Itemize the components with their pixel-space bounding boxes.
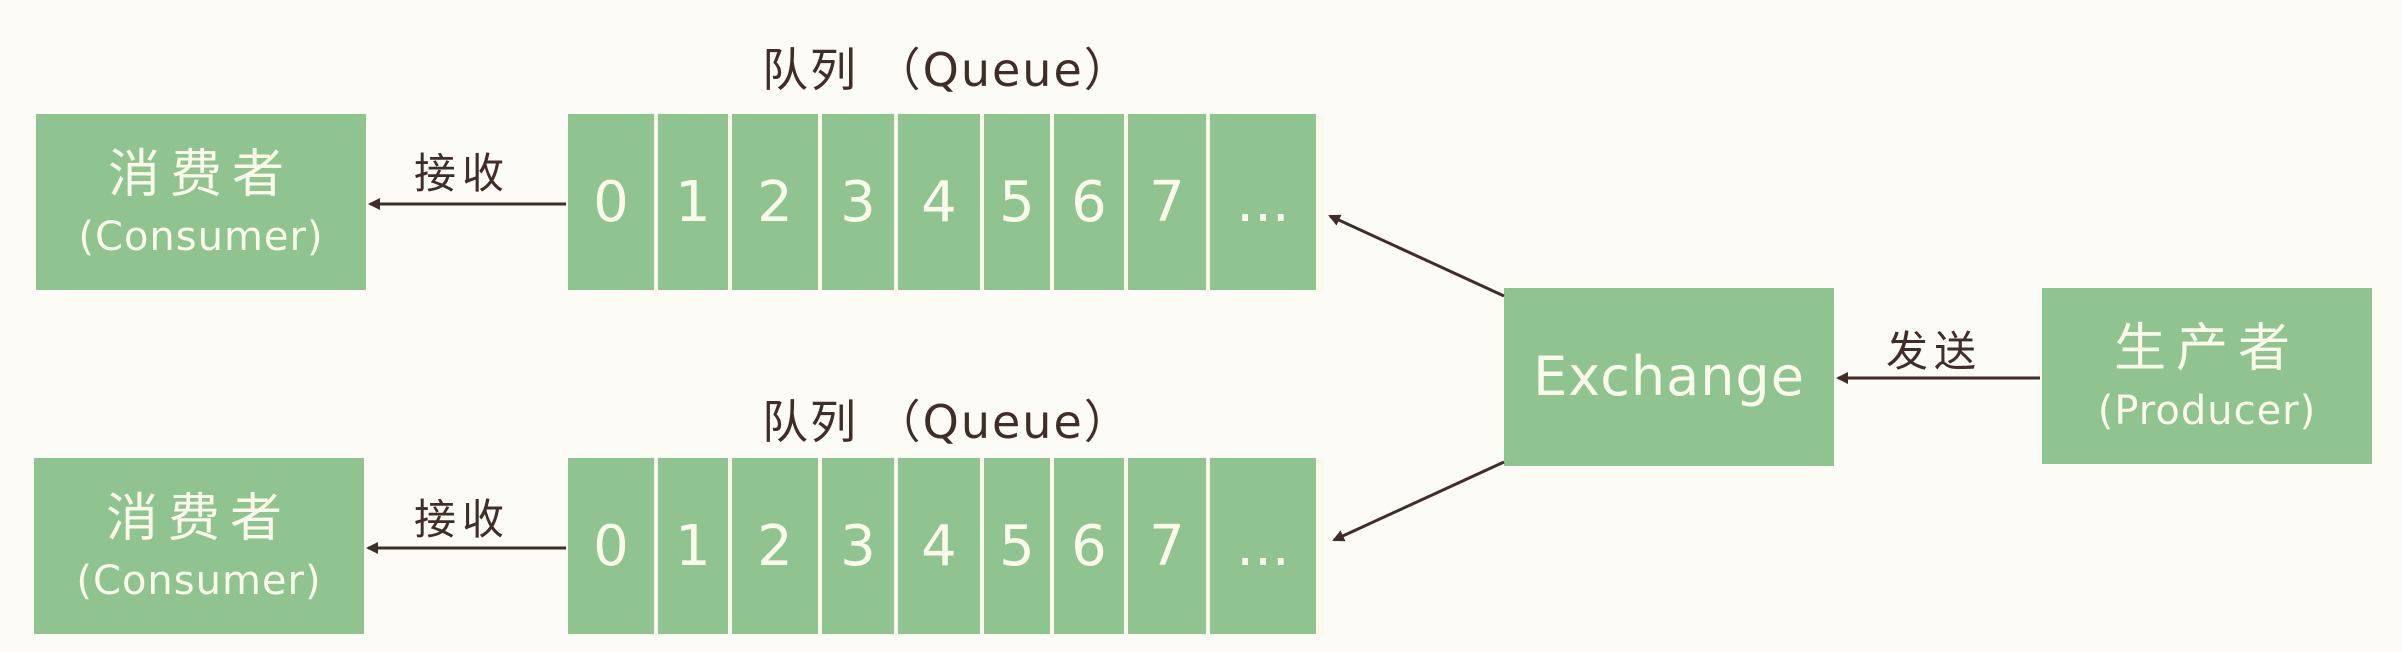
queue-cell: 1	[658, 114, 728, 290]
queue-cell: 2	[732, 458, 818, 634]
queue-cell: 6	[1054, 114, 1124, 290]
producer-sublabel: (Producer)	[2097, 388, 2317, 435]
producer-label: 生产者	[2113, 318, 2300, 379]
queue-cell: 0	[568, 114, 654, 290]
exchange-box: Exchange	[1504, 288, 1834, 466]
route-arrow-top	[1328, 214, 1505, 298]
receive-label-top: 接收	[414, 149, 511, 198]
queue-title-bottom: 队列 （Queue）	[762, 395, 1132, 449]
queue-cell: 7	[1128, 114, 1206, 290]
queue-cell: 2	[732, 114, 818, 290]
consumer-label: 消费者	[105, 488, 292, 549]
queue-cell: 7	[1128, 458, 1206, 634]
queue-title-top: 队列 （Queue）	[762, 43, 1132, 97]
queue-cell: ...	[1210, 114, 1316, 290]
exchange-label: Exchange	[1533, 344, 1805, 408]
queue-cell: 3	[822, 114, 894, 290]
queue-cell: 5	[984, 114, 1050, 290]
queue-cell: 5	[984, 458, 1050, 634]
queue-cell: 6	[1054, 458, 1124, 634]
consumer-label: 消费者	[107, 144, 294, 205]
send-label: 发送	[1886, 327, 1983, 376]
route-arrow-bottom	[1332, 460, 1505, 542]
queue-cell: 0	[568, 458, 654, 634]
queue-cell: 4	[898, 458, 980, 634]
consumer-sublabel: (Consumer)	[78, 214, 324, 261]
queue-cell: 1	[658, 458, 728, 634]
receive-label-bottom: 接收	[414, 495, 511, 544]
consumer-sublabel: (Consumer)	[76, 558, 322, 605]
queue-top: 0 1 2 3 4 5 6 7 ...	[568, 114, 1324, 290]
queue-bottom: 0 1 2 3 4 5 6 7 ...	[568, 458, 1324, 634]
producer-box: 生产者 (Producer)	[2042, 288, 2372, 464]
queue-cell: ...	[1210, 458, 1316, 634]
queue-cell: 3	[822, 458, 894, 634]
consumer-box-top: 消费者 (Consumer)	[36, 114, 366, 290]
consumer-box-bottom: 消费者 (Consumer)	[34, 458, 364, 634]
queue-cell: 4	[898, 114, 980, 290]
